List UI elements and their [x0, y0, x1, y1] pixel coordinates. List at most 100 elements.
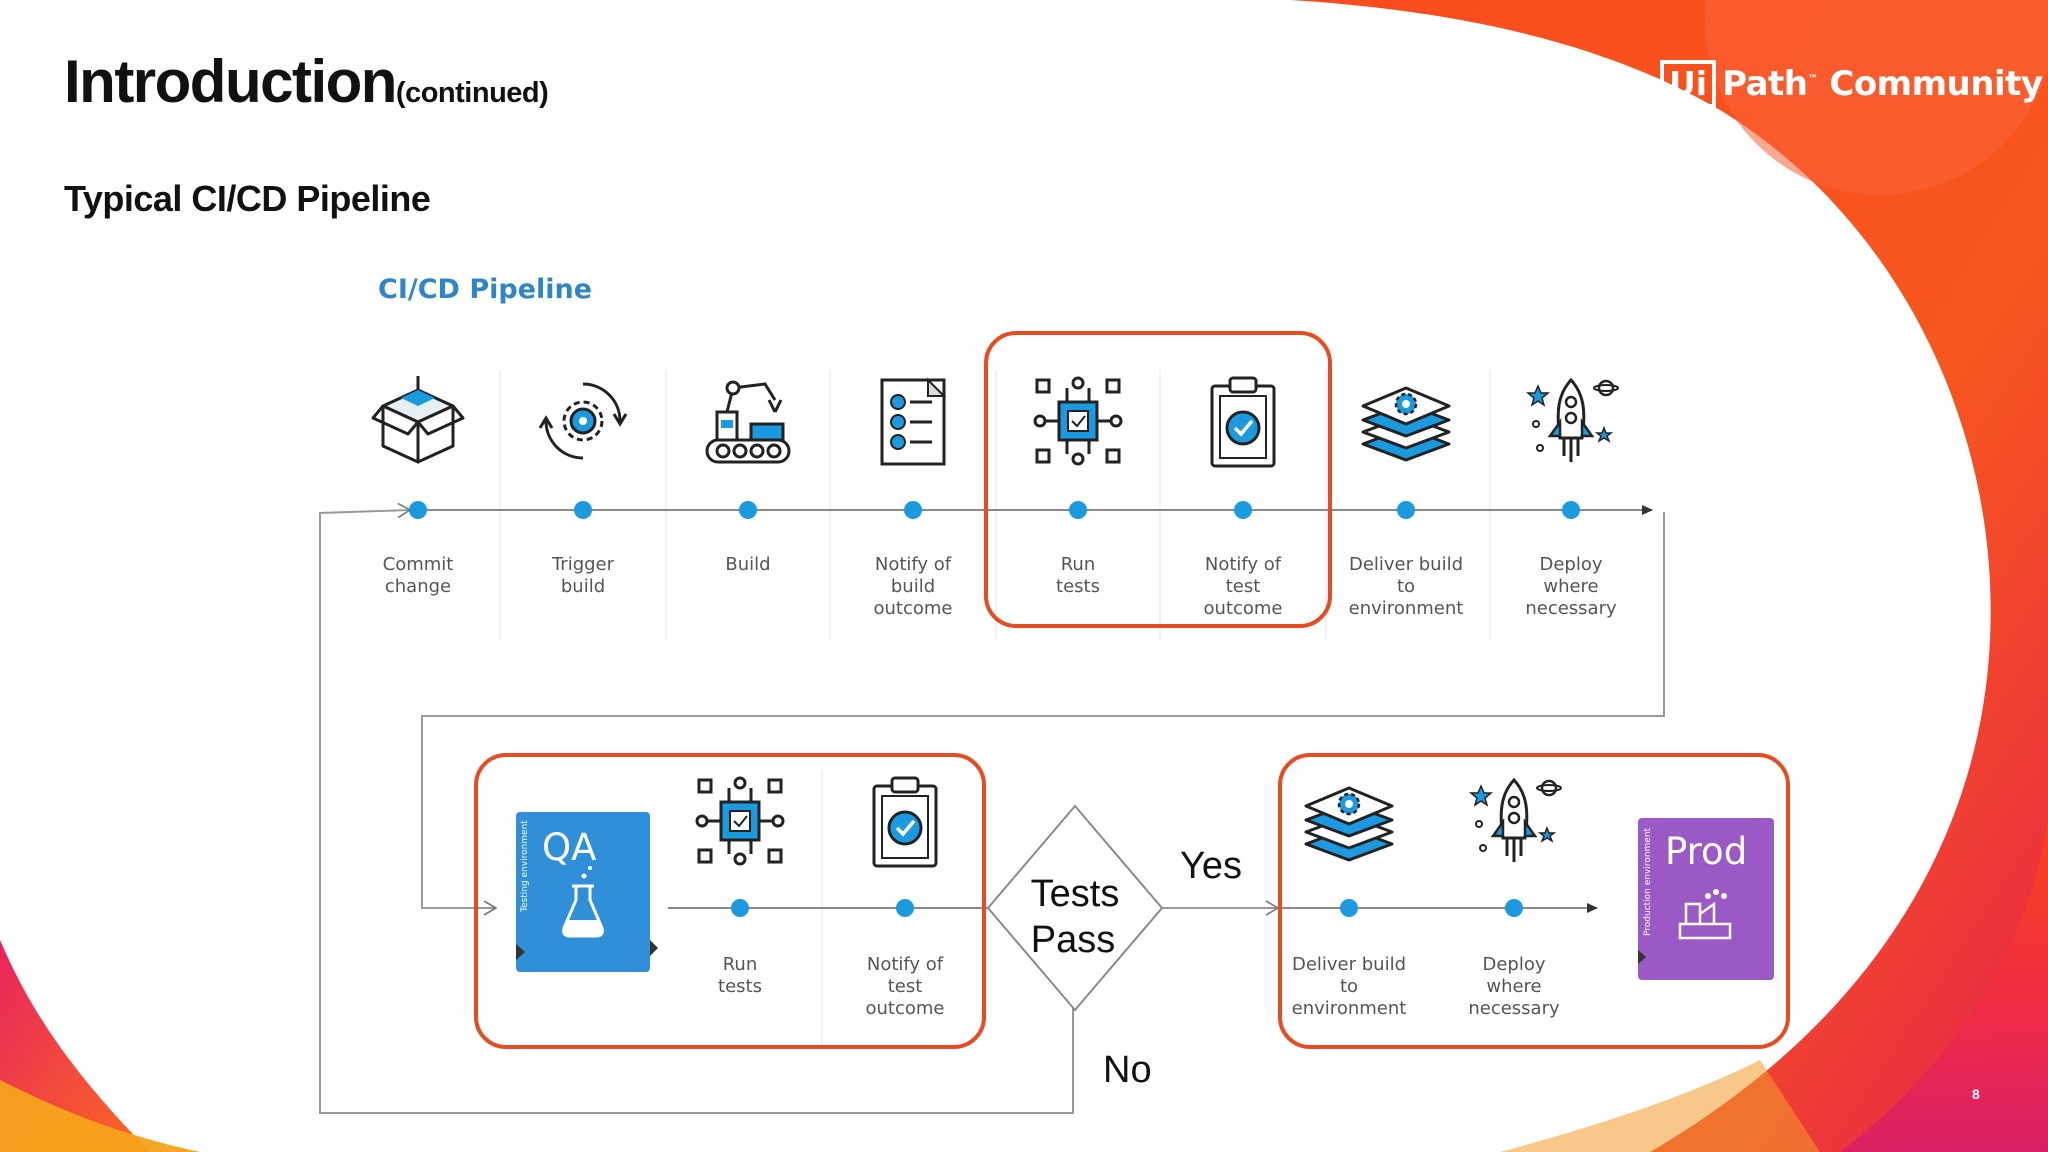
step-label-line: necessary	[1468, 998, 1560, 1019]
step-dot	[1397, 501, 1415, 519]
slide-subtitle: Typical CI/CD Pipeline	[64, 178, 431, 219]
highlight-qa-group	[474, 753, 986, 1049]
highlight-prod-group	[1278, 753, 1790, 1049]
box-icon	[371, 376, 465, 464]
step-label-line: where	[1543, 576, 1598, 597]
step-dot	[574, 501, 592, 519]
step-dot	[1069, 501, 1087, 519]
prod-card-side-label: Production environment	[1643, 827, 1653, 936]
logo-box: Ui	[1660, 60, 1717, 108]
step-dot	[1234, 501, 1252, 519]
step-label-line: environment	[1349, 598, 1464, 619]
step-label-line: Build	[725, 554, 770, 575]
factory-icon	[1678, 889, 1732, 940]
qa-card-title: QA	[542, 826, 596, 869]
step-label-line: Run	[1061, 554, 1096, 575]
step-label-line: tests	[718, 976, 762, 997]
uipath-community-logo: Ui Path™ Community	[1660, 60, 2043, 108]
slide-title-suffix: (continued)	[395, 77, 549, 109]
step-dot	[409, 501, 427, 519]
layers-icon	[1361, 386, 1451, 462]
chip-icon	[695, 776, 785, 866]
step-label-line: test	[888, 976, 923, 997]
checklist-icon	[880, 377, 947, 466]
step-label-line: tests	[1056, 576, 1100, 597]
logo-tm: ™	[1807, 72, 1819, 86]
yes-label: Yes	[1180, 845, 1242, 887]
flow-connectors	[319, 502, 1665, 1114]
step-label-line: necessary	[1525, 598, 1617, 619]
step-label-line: Deliver build	[1292, 954, 1406, 975]
qa-card-side-label: Testing environment	[520, 820, 530, 913]
clipboard-check-icon	[1210, 376, 1276, 468]
rocket-icon	[1468, 777, 1562, 862]
rocket-icon	[1525, 377, 1619, 462]
prod-environment-card: Prod Production environment	[1638, 818, 1774, 980]
gear-cycle-icon	[538, 382, 628, 460]
step-label-line: outcome	[1204, 598, 1283, 619]
decision-line-2: Pass	[1031, 919, 1115, 961]
step-label-line: Run	[723, 954, 758, 975]
step-label-line: Commit	[383, 554, 454, 575]
logo-text-community: Community	[1818, 64, 2043, 104]
layers-icon	[1304, 786, 1394, 862]
step-dot	[739, 501, 757, 519]
prod-card-title: Prod	[1665, 830, 1747, 873]
step-dot	[896, 899, 914, 917]
slide-title: Introduction(continued)	[64, 52, 549, 112]
tests-pass-decision: Tests Pass	[986, 804, 1164, 1012]
step-label-line: Notify of	[875, 554, 952, 575]
step-label-line: where	[1486, 976, 1541, 997]
decision-line-1: Tests	[1031, 873, 1120, 915]
step-label-line: to	[1397, 576, 1415, 597]
step-label-line: test	[1226, 576, 1261, 597]
slide-title-main: Introduction	[64, 48, 397, 115]
step-label-line: change	[385, 576, 451, 597]
step-dot	[904, 501, 922, 519]
step-label-line: environment	[1292, 998, 1407, 1019]
chip-icon	[1033, 376, 1123, 466]
page-number: 8	[1972, 1086, 1980, 1102]
wrap-connector	[421, 512, 1665, 916]
step-label-line: Trigger	[551, 554, 615, 575]
step-dot	[1562, 501, 1580, 519]
step-dot	[1505, 899, 1523, 917]
step-label-line: outcome	[874, 598, 953, 619]
step-dot	[731, 899, 749, 917]
flask-icon	[562, 866, 604, 938]
step-label-line: to	[1340, 976, 1358, 997]
step-label-line: Deliver build	[1349, 554, 1463, 575]
step-label-line: Deploy	[1539, 554, 1602, 575]
no-label: No	[1103, 1049, 1152, 1091]
loop-back-connector	[319, 502, 1074, 1114]
pipeline-step: Build	[705, 380, 791, 575]
logo-text: Path™ Community	[1722, 64, 2043, 104]
robot-arm-icon	[705, 380, 791, 464]
diagram-heading: CI/CD Pipeline	[378, 274, 592, 305]
step-label-line: outcome	[866, 998, 945, 1019]
highlight-run-tests-group	[984, 331, 1332, 628]
qa-environment-card: QA Testing environment	[516, 812, 658, 972]
step-label: Build	[725, 554, 770, 575]
